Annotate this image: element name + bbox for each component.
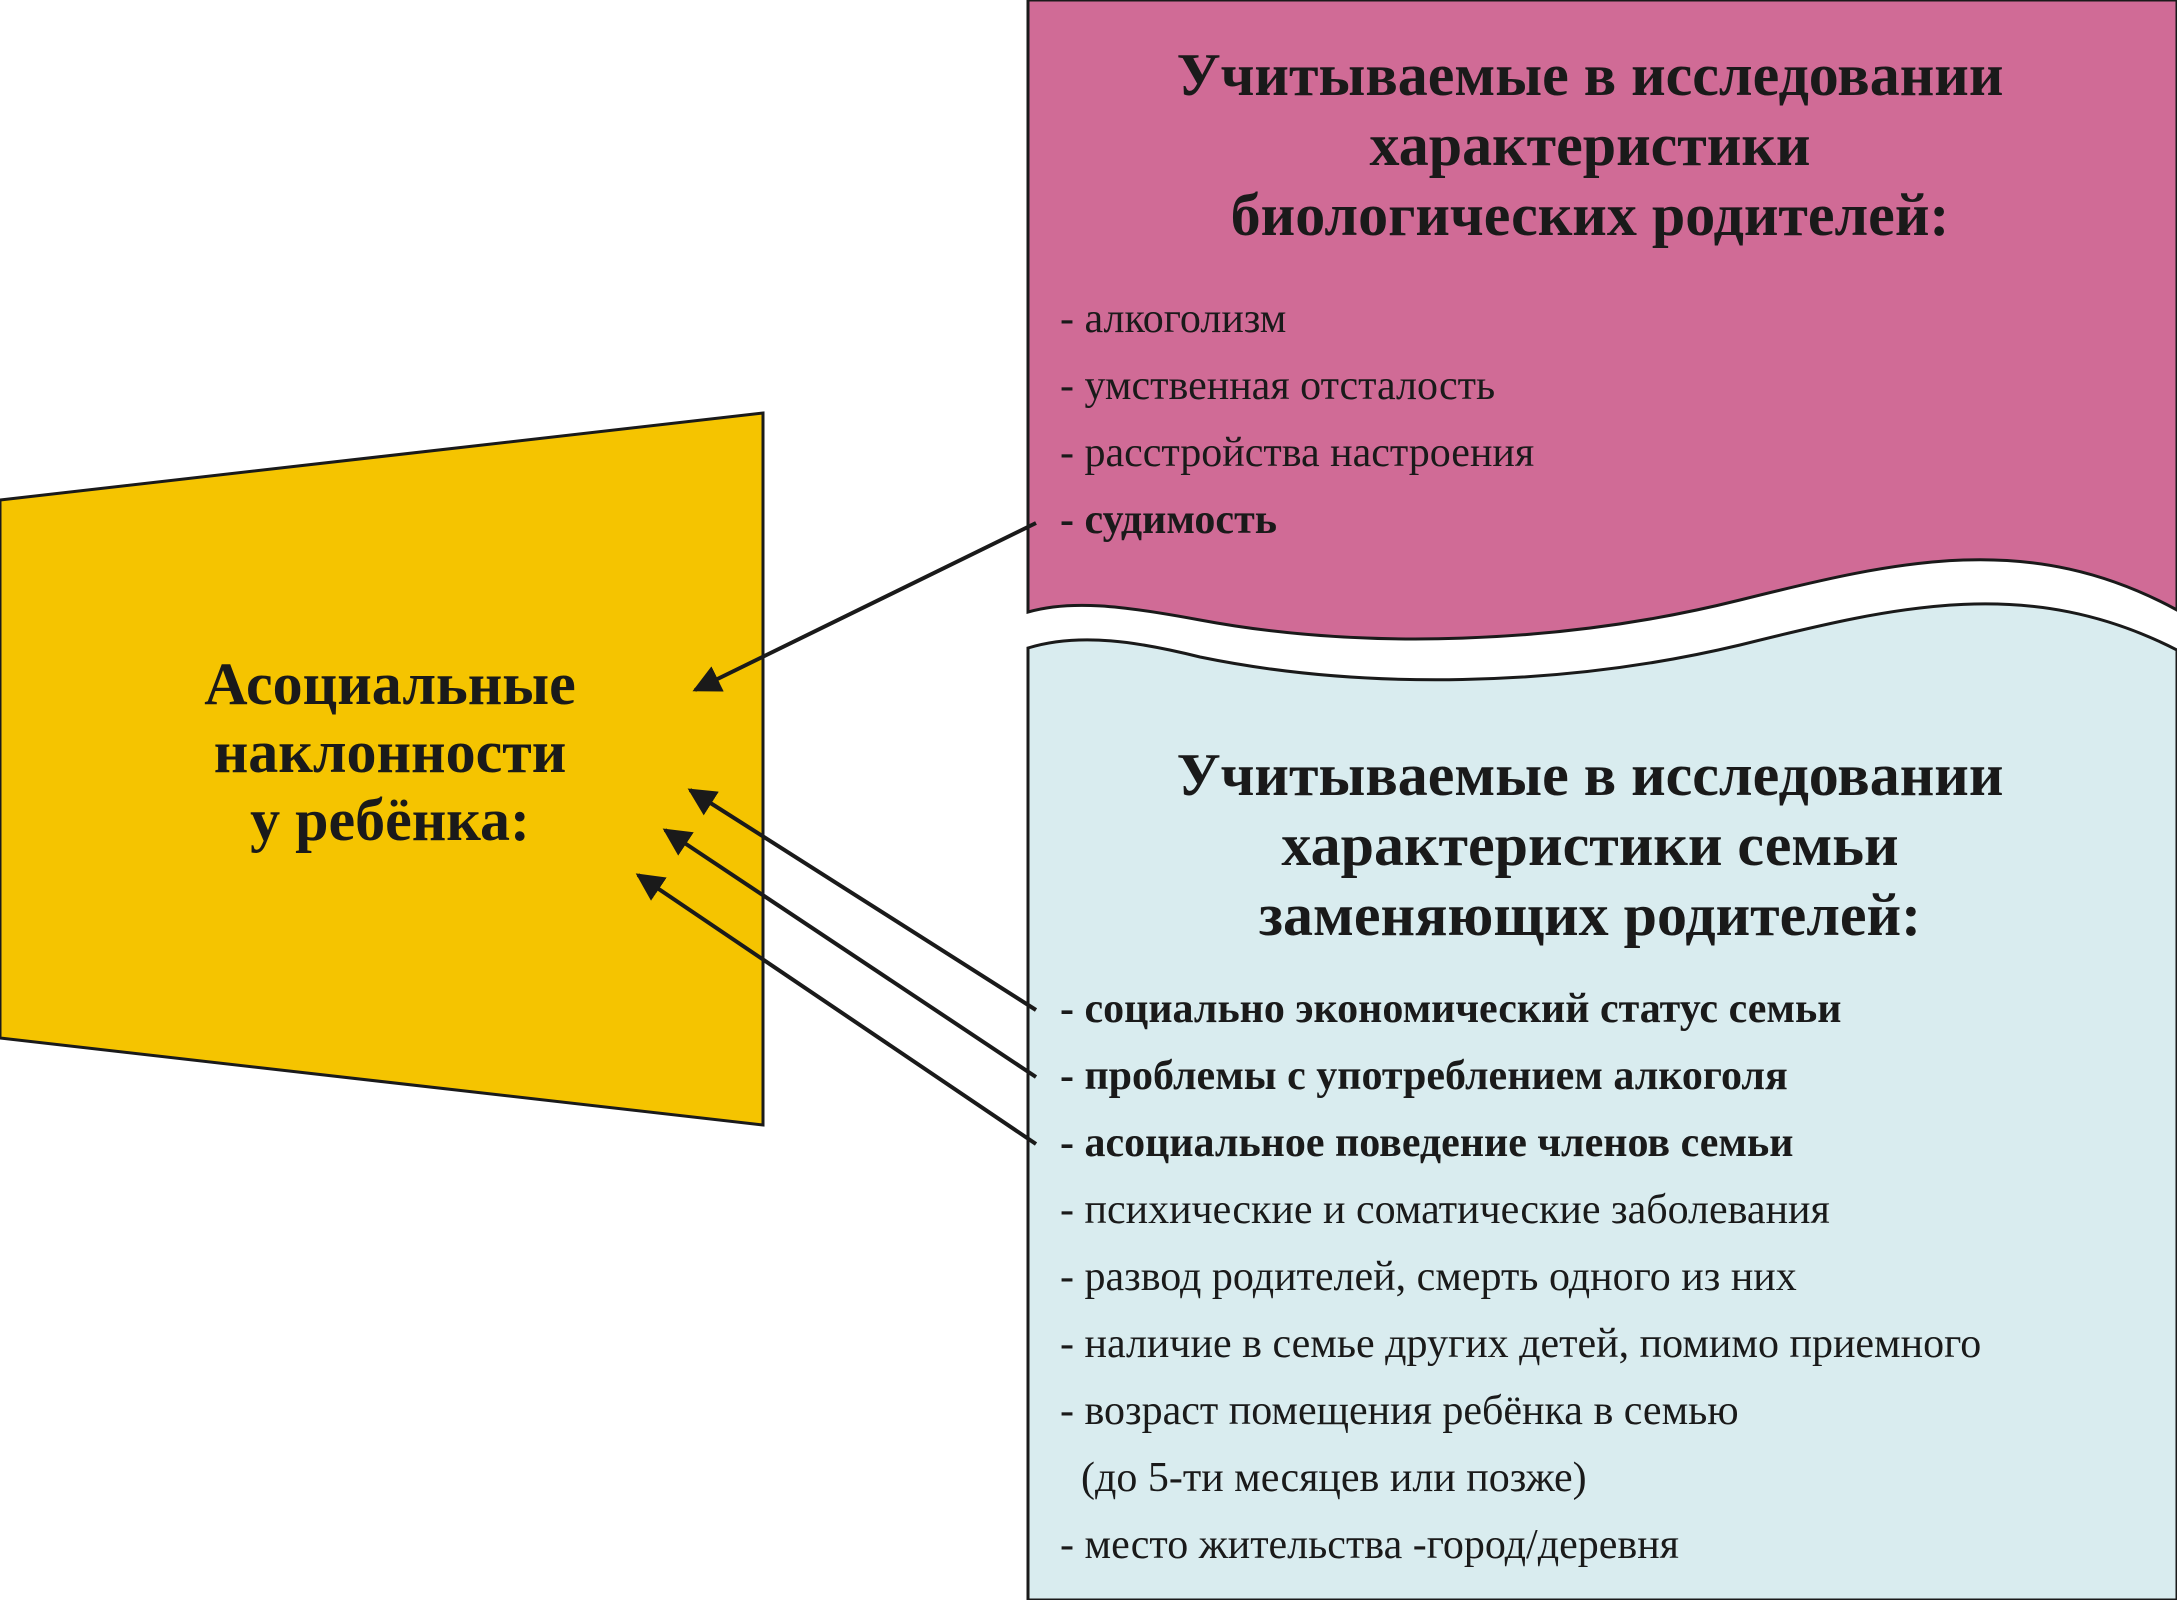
bio-parents-heading: Учитываемые в исследовании характеристик… bbox=[1030, 40, 2150, 250]
list-item: - возраст помещения ребёнка в семью bbox=[1060, 1388, 1739, 1434]
list-item: - проблемы с употреблением алкоголя bbox=[1060, 1053, 1788, 1099]
list-item: - место жительства -город/деревня bbox=[1060, 1522, 1679, 1568]
child-title-line: Асоциальные bbox=[204, 651, 576, 717]
child-title-line: у ребёнка: bbox=[250, 787, 530, 853]
foster-parents-list: - социально экономический статус семьи -… bbox=[1060, 976, 1981, 1579]
child-title-line: наклонности bbox=[213, 719, 567, 785]
list-item: - расстройства настроения bbox=[1060, 430, 1535, 476]
list-item: - судимость bbox=[1060, 497, 1277, 543]
arrow-foster-status bbox=[687, 788, 1038, 1012]
list-item: (до 5-ти месяцев или позже) bbox=[1060, 1455, 1587, 1501]
child-box-title: Асоциальные наклонности у ребёнка: bbox=[100, 650, 680, 854]
bio-parents-box bbox=[1026, 0, 2177, 641]
list-item: - алкоголизм bbox=[1060, 296, 1287, 342]
list-item: - умственная отсталость bbox=[1060, 363, 1496, 409]
child-box bbox=[0, 411, 765, 1127]
bio-heading-line: характеристики bbox=[1369, 112, 1811, 178]
list-item: - социально экономический статус семьи bbox=[1060, 986, 1842, 1032]
foster-parents-box bbox=[1026, 602, 2177, 1600]
arrow-bio-судимость bbox=[692, 521, 1037, 692]
foster-heading-line: характеристики семьи bbox=[1281, 812, 1899, 878]
bio-heading-line: Учитываемые в исследовании bbox=[1176, 42, 2004, 108]
list-item: - наличие в семье других детей, помимо п… bbox=[1060, 1321, 1982, 1367]
bio-parents-list: - алкоголизм - умственная отсталость - р… bbox=[1060, 286, 1534, 554]
foster-heading-line: заменяющих родителей: bbox=[1258, 882, 1922, 948]
list-item: - развод родителей, смерть одного из них bbox=[1060, 1254, 1797, 1300]
bio-heading-line: биологических родителей: bbox=[1230, 182, 1950, 248]
list-item: - психические и соматические заболевания bbox=[1060, 1187, 1830, 1233]
arrow-foster-alcohol bbox=[662, 828, 1038, 1079]
arrow-foster-asocial bbox=[635, 873, 1038, 1146]
foster-heading-line: Учитываемые в исследовании bbox=[1176, 742, 2004, 808]
foster-parents-heading: Учитываемые в исследовании характеристик… bbox=[1030, 740, 2150, 950]
list-item: - асоциальное поведение членов семьи bbox=[1060, 1120, 1794, 1166]
